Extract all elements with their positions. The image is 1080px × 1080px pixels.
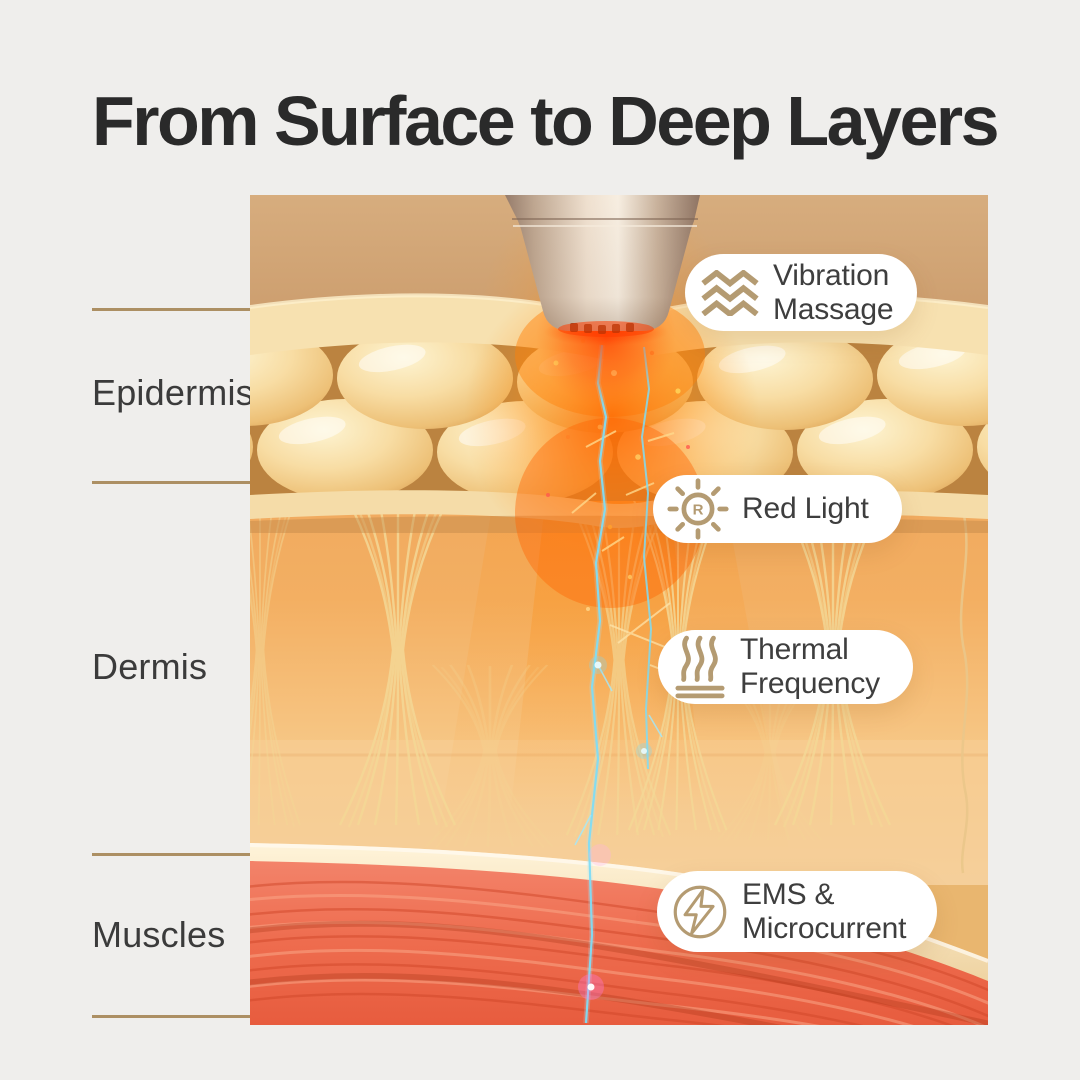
feature-pill-label: Vibration Massage: [773, 258, 894, 327]
feature-pill-ems-microcurrent: EMS & Microcurrent: [657, 871, 937, 952]
feature-line: Vibration: [773, 258, 890, 292]
feature-line: EMS &: [742, 877, 835, 911]
feature-line: Red Light: [742, 492, 869, 525]
layer-label-dermis: Dermis: [92, 646, 208, 687]
red-light-letter: R: [693, 502, 704, 519]
divider-line-dermis-muscles: [92, 853, 250, 856]
layer-label-muscles: Muscles: [92, 914, 226, 955]
divider-line-bottom: [92, 1015, 250, 1018]
feature-line: Frequency: [740, 667, 880, 700]
layer-label-epidermis: Epidermis: [92, 372, 254, 413]
feature-line: Thermal: [740, 633, 849, 666]
feature-line: Massage: [773, 292, 894, 326]
electric-current-lines: [574, 344, 663, 1024]
device-head: [505, 195, 700, 407]
feature-pill-label: Red Light: [742, 492, 869, 526]
ems-bolt-icon: [673, 885, 727, 938]
divider-line-top: [92, 308, 250, 311]
feature-pill-label: EMS & Microcurrent: [742, 877, 907, 946]
red-light-sun-icon: R: [667, 478, 729, 540]
feature-pill-red-light: R Red Light: [653, 475, 902, 543]
feature-line: Microcurrent: [742, 911, 907, 945]
page-title: From Surface to Deep Layers: [92, 82, 1000, 160]
vibration-waves-icon: [701, 269, 759, 316]
divider-line-epidermis-dermis: [92, 481, 250, 484]
feature-pill-thermal-frequency: Thermal Frequency: [658, 630, 913, 704]
feature-pill-vibration-massage: Vibration Massage: [685, 254, 917, 331]
thermal-steam-icon: [675, 635, 725, 699]
feature-pill-label: Thermal Frequency: [740, 633, 880, 701]
